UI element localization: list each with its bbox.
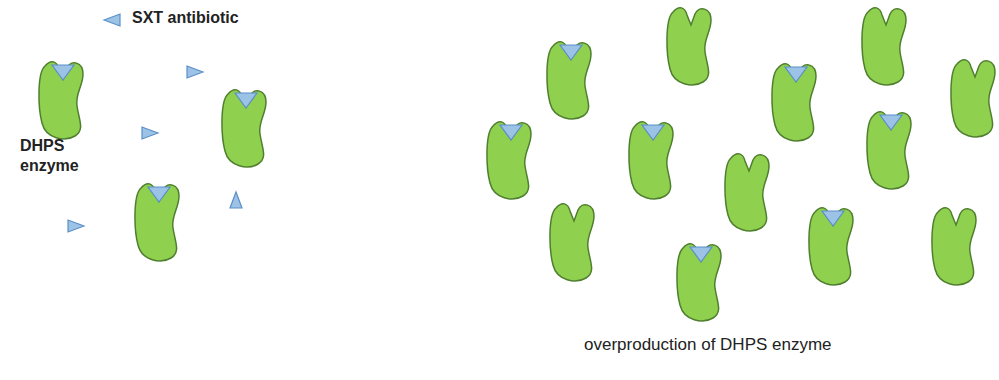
antibiotic	[230, 192, 242, 208]
enzyme-free	[550, 204, 594, 281]
antibiotic	[142, 127, 158, 139]
enzyme-label: DHPS enzyme	[20, 136, 96, 176]
enzyme-bound	[135, 184, 179, 261]
enzyme-bound	[547, 42, 591, 119]
enzyme-bound	[629, 122, 673, 199]
enzyme-bound	[809, 208, 853, 285]
panel-caption: overproduction of DHPS enzyme	[584, 334, 914, 355]
enzyme-free	[667, 8, 711, 85]
enzyme-free	[862, 8, 906, 85]
antibiotic	[68, 220, 84, 232]
enzyme-bound	[487, 122, 531, 199]
enzyme-free	[932, 208, 976, 285]
enzyme-free	[951, 60, 995, 137]
enzyme-bound	[772, 64, 816, 141]
antibiotic	[104, 14, 120, 26]
enzyme-bound	[222, 90, 266, 167]
enzyme-free	[725, 154, 769, 231]
enzyme-bound	[39, 62, 83, 139]
enzyme-bound	[867, 112, 911, 189]
antibiotic	[187, 66, 203, 78]
enzyme-bound	[677, 244, 721, 321]
antibiotic-label: SXT antibiotic	[132, 8, 332, 28]
